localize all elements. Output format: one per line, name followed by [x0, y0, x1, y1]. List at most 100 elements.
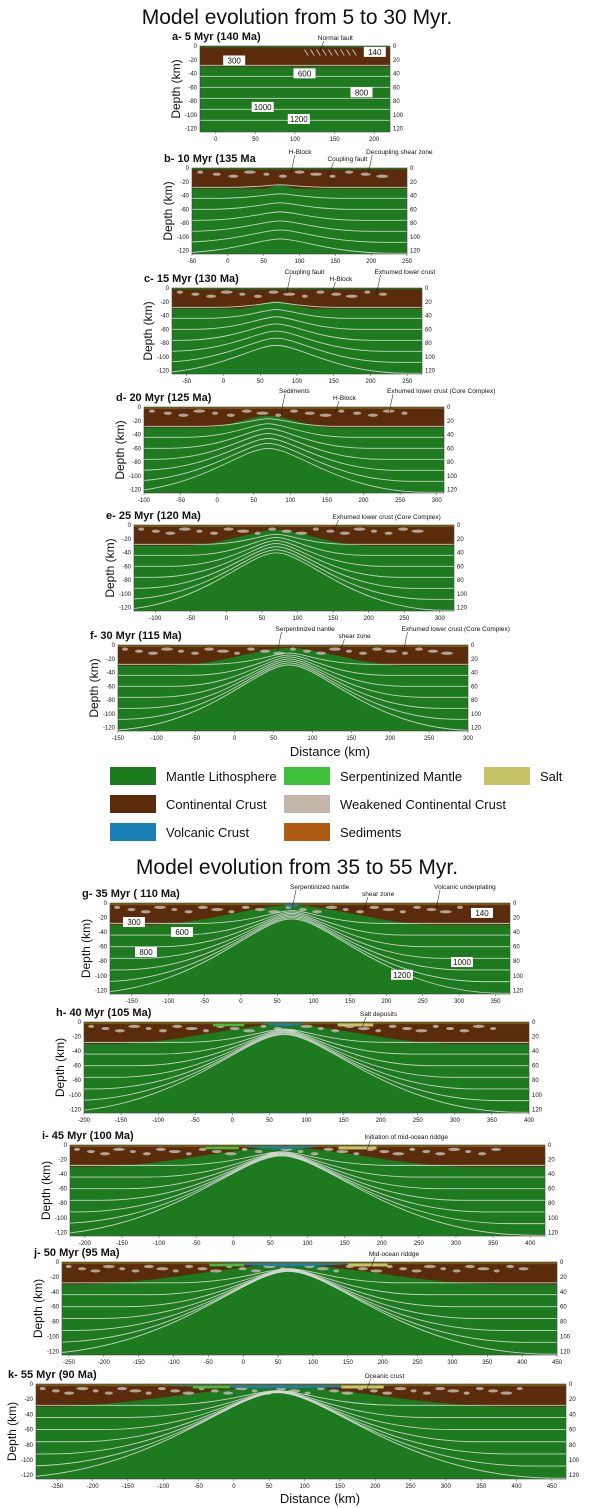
weakened-crust-patch [342, 907, 349, 912]
y-axis-label: Depth (km) [39, 1161, 53, 1220]
y-tick-label-right: 0 [560, 1260, 564, 1266]
weakened-crust-patch [326, 529, 335, 533]
salt-deposit [347, 1263, 388, 1267]
weakened-crust-patch [319, 413, 332, 417]
weakened-crust-patch [212, 172, 221, 176]
section-title-2: Model evolution from 35 to 55 Myr. [135, 856, 459, 879]
weakened-crust-patch [217, 649, 229, 653]
y-tick-label: -20 [58, 1158, 67, 1164]
y-tick-label-right: 40 [393, 72, 400, 78]
y-tick-label: -120 [47, 1349, 60, 1355]
isotherm-line [84, 1032, 529, 1090]
weakened-crust-patch [379, 1149, 390, 1154]
y-tick-label: -100 [185, 113, 198, 119]
y-tick-label-right: 80 [532, 1078, 539, 1084]
annotation-label: Exhumed lower crust (Core Complex) [402, 626, 510, 633]
x-tick-label: 200 [366, 379, 377, 385]
y-tick-label: -20 [180, 180, 189, 186]
isotherm-label-bg [293, 68, 316, 79]
weakened-crust-patch [345, 170, 354, 174]
annotation-label: Normal fault [318, 35, 353, 42]
weakened-crust-patch [459, 1029, 470, 1033]
y-tick-label-right: 40 [410, 194, 417, 200]
y-tick-label: -80 [188, 99, 197, 105]
y-tick-label: -80 [50, 1320, 59, 1326]
weakened-crust-patch [331, 1029, 340, 1033]
y-tick-label-right: 100 [513, 974, 524, 980]
weakened-crust-patch [447, 1389, 460, 1393]
isotherm-line [172, 309, 422, 319]
y-tick-label-right: 0 [513, 901, 517, 907]
y-tick-label-right: 20 [471, 657, 478, 663]
weakened-crust-patch [316, 290, 325, 294]
x-tick-label: 300 [463, 736, 474, 742]
y-tick-label-right: 60 [513, 945, 520, 951]
weakened-crust-patch [295, 531, 308, 535]
isotherm-line [110, 914, 510, 959]
x-tick-label: 450 [552, 1360, 563, 1366]
x-tick-label: -150 [126, 999, 139, 1005]
isotherm-line [144, 423, 444, 438]
y-axis-label: Depth (km) [169, 59, 183, 118]
weakened-crust-patch [104, 1391, 113, 1395]
isotherm-line [144, 433, 444, 460]
weakened-crust-patch [353, 527, 366, 531]
weakened-crust-patch [170, 1389, 181, 1393]
y-tick-label-right: 20 [548, 1158, 555, 1164]
x-tick-label: -50 [204, 1360, 213, 1366]
weakened-crust-patch [178, 649, 184, 653]
weakened-crust-patch [212, 411, 219, 415]
weakened-crust-patch [143, 1264, 154, 1269]
weakened-crust-patch [253, 294, 262, 298]
annotation-arrow [280, 393, 286, 414]
x-tick-label: 250 [402, 379, 413, 385]
weakened-crust-patch [402, 651, 408, 655]
isotherm-label: 800 [355, 88, 369, 97]
panel-title: b- 10 Myr (135 Ma [164, 153, 257, 165]
weakened-crust-patch [191, 292, 200, 296]
weakened-crust-patch [475, 1386, 484, 1391]
weakened-crust-patch [138, 527, 145, 531]
annotation-label: H-Block [289, 149, 313, 156]
isotherm-line [144, 438, 444, 471]
isotherm-line [70, 1152, 545, 1190]
annotation-label: Initiation of mid-ocean riddge [365, 1134, 449, 1141]
weakened-crust-patch [241, 409, 252, 413]
panel-title: j- 50 Myr (95 Ma) [33, 1247, 120, 1259]
serpentinized-mantle [205, 1146, 239, 1150]
isotherm-line [110, 911, 510, 936]
isotherm-label-bg [451, 957, 473, 968]
weakened-crust-patch [488, 1389, 499, 1393]
weakened-crust-patch [243, 170, 256, 174]
isotherm-line [144, 443, 444, 482]
weakened-crust-patch [196, 529, 203, 533]
y-tick-label: -60 [188, 85, 197, 91]
isotherm-label-bg [171, 927, 193, 938]
sediments-layer [110, 903, 510, 906]
weakened-crust-patch [151, 529, 160, 533]
y-tick-label-right: 40 [560, 1290, 567, 1296]
x-tick-label: 100 [309, 999, 320, 1005]
weakened-crust-patch [370, 1269, 383, 1273]
weakened-crust-patch [493, 1269, 500, 1273]
y-tick-label-right: 80 [513, 959, 520, 965]
x-tick-label: 0 [232, 1241, 236, 1247]
weakened-crust-patch [353, 411, 362, 415]
x-tick-label: 250 [414, 1241, 425, 1247]
sediments-layer [134, 525, 454, 528]
y-tick-label-right: 120 [471, 726, 482, 732]
y-tick-label: -60 [58, 1187, 67, 1193]
weakened-crust-patch [90, 1269, 101, 1273]
weakened-crust-patch [382, 409, 395, 413]
weakened-crust-patch [394, 1386, 407, 1391]
x-tick-label: 100 [307, 736, 318, 742]
weakened-crust-patch [114, 1029, 125, 1033]
weakened-crust-patch [360, 172, 371, 176]
weakened-crust-patch [182, 1391, 195, 1395]
weakened-crust-patch [198, 1147, 207, 1151]
x-tick-label: 100 [292, 379, 303, 385]
y-tick-label-right: 0 [393, 44, 397, 50]
weakened-crust-patch [158, 1029, 167, 1033]
